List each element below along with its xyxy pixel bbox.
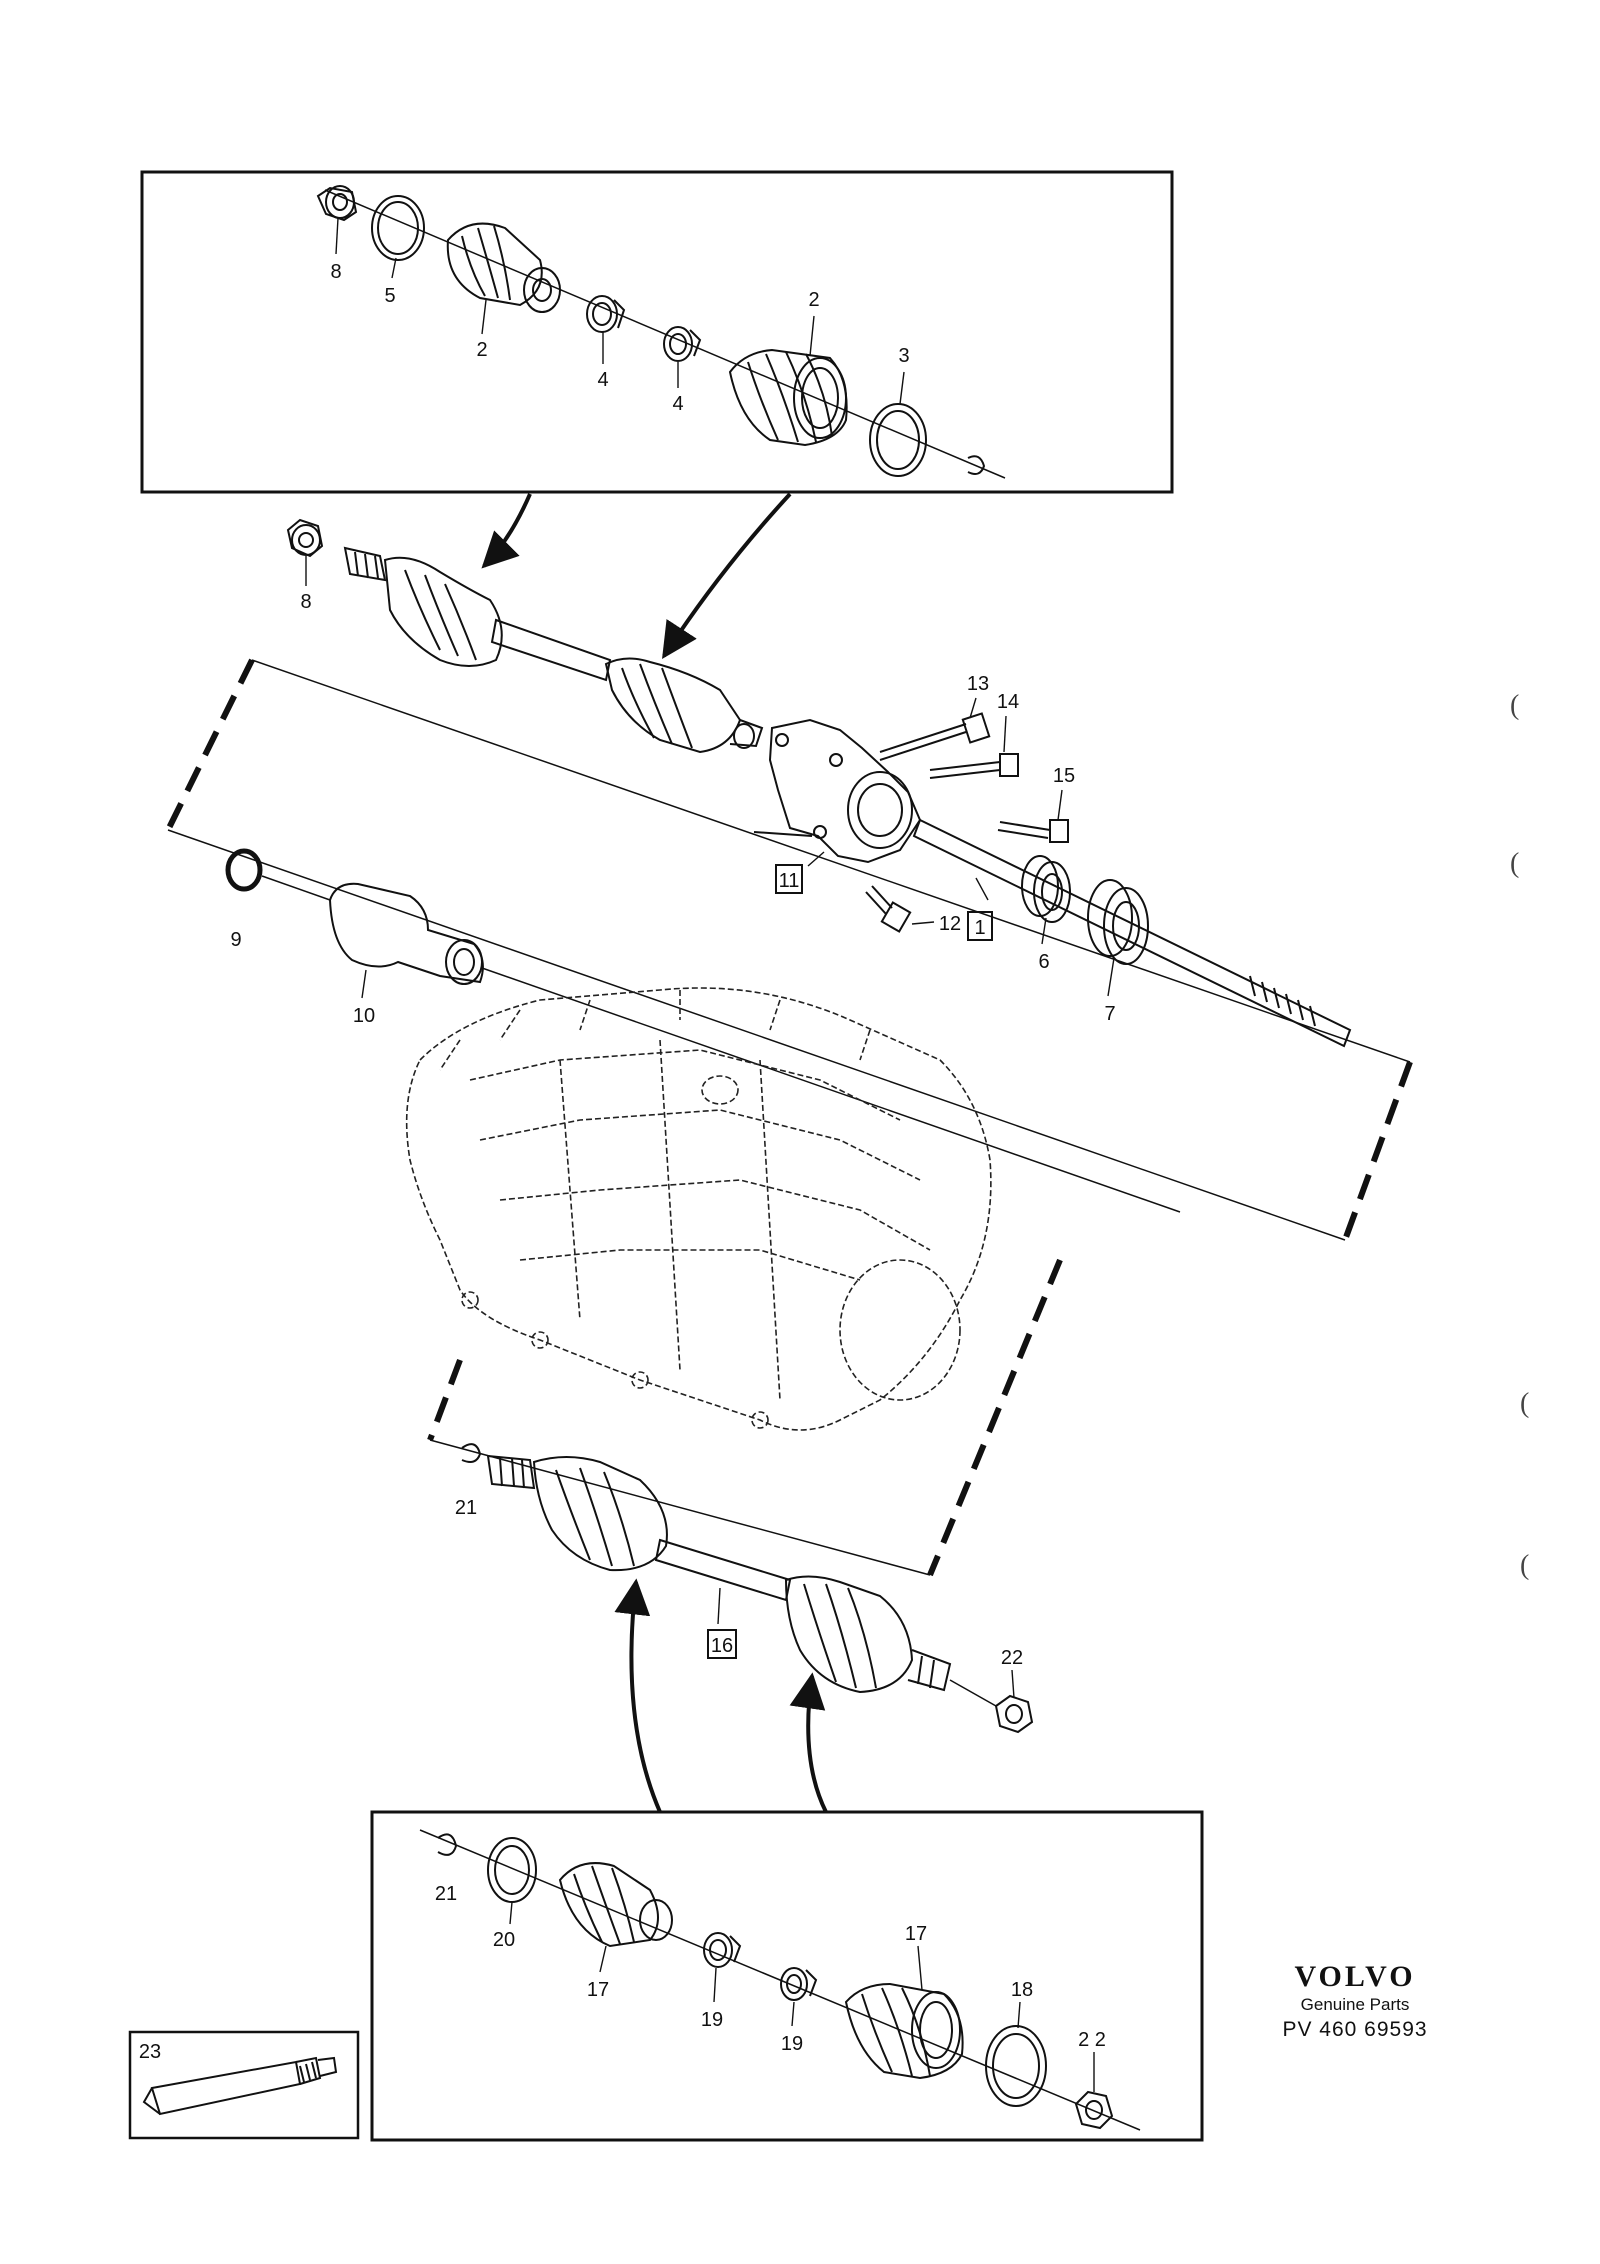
callout-1: 1 (974, 917, 985, 939)
callout-8-top: 8 (330, 261, 341, 283)
callout-7: 7 (1104, 1003, 1115, 1025)
boot-part-17-icon (558, 1862, 673, 1948)
callout-4a: 4 (597, 369, 608, 391)
callout-18: 18 (1011, 1979, 1033, 2001)
callout-15: 15 (1053, 765, 1075, 787)
margin-mark-1: ( (1510, 690, 1520, 721)
bearing-part-7-icon (1087, 879, 1149, 965)
callout-19b: 19 (781, 2033, 803, 2055)
framed-callouts (707, 864, 993, 1659)
bearing-bracket (753, 712, 1069, 933)
callout-5: 5 (384, 285, 395, 307)
margin-mark-3: ( (1520, 1388, 1530, 1419)
clip-part-4a-icon (586, 295, 626, 333)
margin-mark-4: ( (1520, 1550, 1530, 1581)
clip-part-4b-icon (663, 326, 702, 362)
callout-6: 6 (1038, 951, 1049, 973)
circlip-icon (967, 455, 986, 475)
callout-17-large-boot: 17 (905, 1923, 927, 1945)
lower-detail-box (370, 1810, 1204, 2142)
top-box-arrows (481, 492, 792, 660)
callout-4b: 4 (672, 393, 683, 415)
seal-part-9-icon (225, 848, 331, 901)
lower-drive-shaft (461, 1443, 1034, 1734)
intermediate-shaft (912, 818, 1352, 1048)
callout-8-shaft: 8 (300, 591, 311, 613)
clip-part-19a-icon (703, 1932, 742, 1968)
callout-14: 14 (997, 691, 1019, 713)
callout-3: 3 (898, 345, 909, 367)
callout-20: 20 (493, 1929, 515, 1951)
callout-19a: 19 (701, 2009, 723, 2031)
boot-part-2-large-icon (728, 348, 848, 447)
gearbox-housing (405, 987, 992, 1431)
boot-part-17-large-icon (844, 1982, 964, 2080)
callout-11: 11 (779, 870, 800, 892)
bearing-part-6-icon (1021, 855, 1071, 923)
bolt-part-12-icon (865, 885, 912, 933)
leader-lines (305, 217, 1115, 2092)
ring-part-20-icon (487, 1837, 537, 1903)
ring-part-18-icon (985, 2025, 1047, 2107)
nut-part-22-icon (994, 1694, 1034, 1734)
upper-dashed-region (165, 658, 1413, 1242)
brand-subtitle: Genuine Parts (1300, 1995, 1410, 2014)
circlip-part-21b-icon (437, 1833, 458, 1856)
nut-part-8-icon (316, 185, 358, 222)
lower-dashed-region (427, 1258, 1063, 1577)
grease-tube-icon (142, 2056, 338, 2116)
callout-21-box: 21 (435, 1883, 457, 1905)
callout-12: 12 (939, 913, 961, 935)
ring-part-3-icon (869, 403, 927, 477)
nut-part-22b-icon (1074, 2090, 1114, 2130)
ring-part-5-icon (371, 195, 425, 261)
callout-21-shaft: 21 (455, 1497, 477, 1519)
lower-box-arrows (614, 1578, 828, 1813)
nut-part-8-lower-icon (286, 518, 324, 558)
diagram-code: PV 460 69593 (1282, 2018, 1428, 2041)
bolt-part-14-icon (929, 753, 1019, 779)
callout-9: 9 (230, 929, 241, 951)
boot-part-2-icon (446, 222, 561, 313)
volvo-logo: VOLVO (1294, 1960, 1416, 1993)
callout-22-shaft: 22 (1001, 1647, 1023, 1669)
callout-17-small-boot: 17 (587, 1979, 609, 2001)
bolt-part-13-icon (879, 712, 991, 761)
grease-tube-box (128, 2030, 360, 2140)
bolt-part-15-icon (997, 819, 1069, 843)
bushing-part-10-icon (328, 882, 1181, 1213)
clip-part-19b-icon (780, 1967, 818, 2001)
callout-2-small-boot: 2 (476, 339, 487, 361)
circlip-part-21-icon (461, 1443, 482, 1463)
margin-mark-2: ( (1510, 848, 1520, 879)
brand-block: VOLVO Genuine Parts PV 460 69593 (1240, 1960, 1470, 2044)
callout-22-box: 2 2 (1078, 2029, 1106, 2051)
callout-16: 16 (711, 1635, 733, 1657)
callout-labels: 8 5 2 4 4 2 3 8 13 14 15 11 12 1 6 7 9 1… (139, 261, 1116, 2063)
callout-2-large-boot: 2 (808, 289, 819, 311)
top-detail-box (140, 170, 1174, 494)
upper-drive-shaft (286, 518, 764, 754)
callout-13: 13 (967, 673, 989, 695)
callout-10: 10 (353, 1005, 375, 1027)
callout-23: 23 (139, 2041, 161, 2063)
